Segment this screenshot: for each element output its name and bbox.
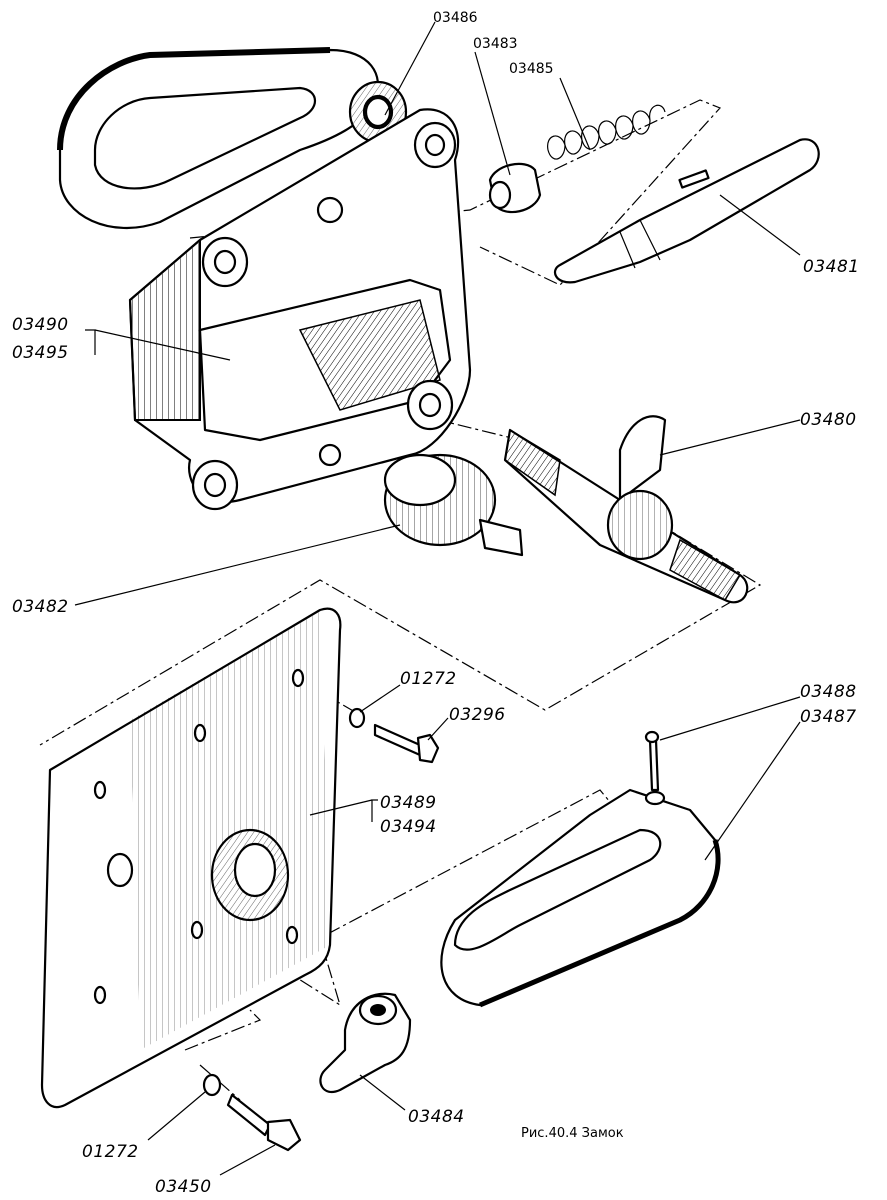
- screw-lower: [202, 1073, 302, 1152]
- leader-lines: [74, 21, 801, 1176]
- lever: [319, 992, 412, 1093]
- label-03485: 03485: [509, 61, 554, 77]
- label-03486: 03486: [433, 10, 478, 26]
- wing-screw: [503, 415, 749, 604]
- spring: [547, 104, 666, 160]
- latch-parts: [488, 104, 820, 284]
- screw-upper: [348, 707, 440, 764]
- cam: [383, 453, 524, 557]
- part-labels: 03486 03483 03485 03481 03490 03495 0348…: [12, 10, 860, 1197]
- label-03489: 03489: [380, 793, 437, 813]
- label-03495: 03495: [12, 343, 69, 363]
- upper-handle: [57, 47, 408, 230]
- label-01272-upper: 01272: [400, 669, 457, 689]
- label-03296: 03296: [449, 705, 506, 725]
- label-03482: 03482: [12, 597, 69, 617]
- label-03483: 03483: [473, 36, 518, 52]
- label-03487: 03487: [800, 707, 857, 727]
- label-03494: 03494: [380, 817, 437, 837]
- label-03488: 03488: [800, 682, 857, 702]
- lower-handle: [440, 730, 721, 1008]
- label-03484: 03484: [408, 1107, 465, 1127]
- lock-body: [128, 108, 472, 511]
- mounting-plate: [40, 607, 342, 1109]
- label-03450: 03450: [155, 1177, 212, 1197]
- label-03480: 03480: [800, 410, 857, 430]
- label-03490: 03490: [12, 315, 69, 335]
- label-03481: 03481: [803, 257, 860, 277]
- label-01272-lower: 01272: [82, 1142, 139, 1162]
- figure-caption: Рис.40.4 Замок: [521, 1126, 624, 1141]
